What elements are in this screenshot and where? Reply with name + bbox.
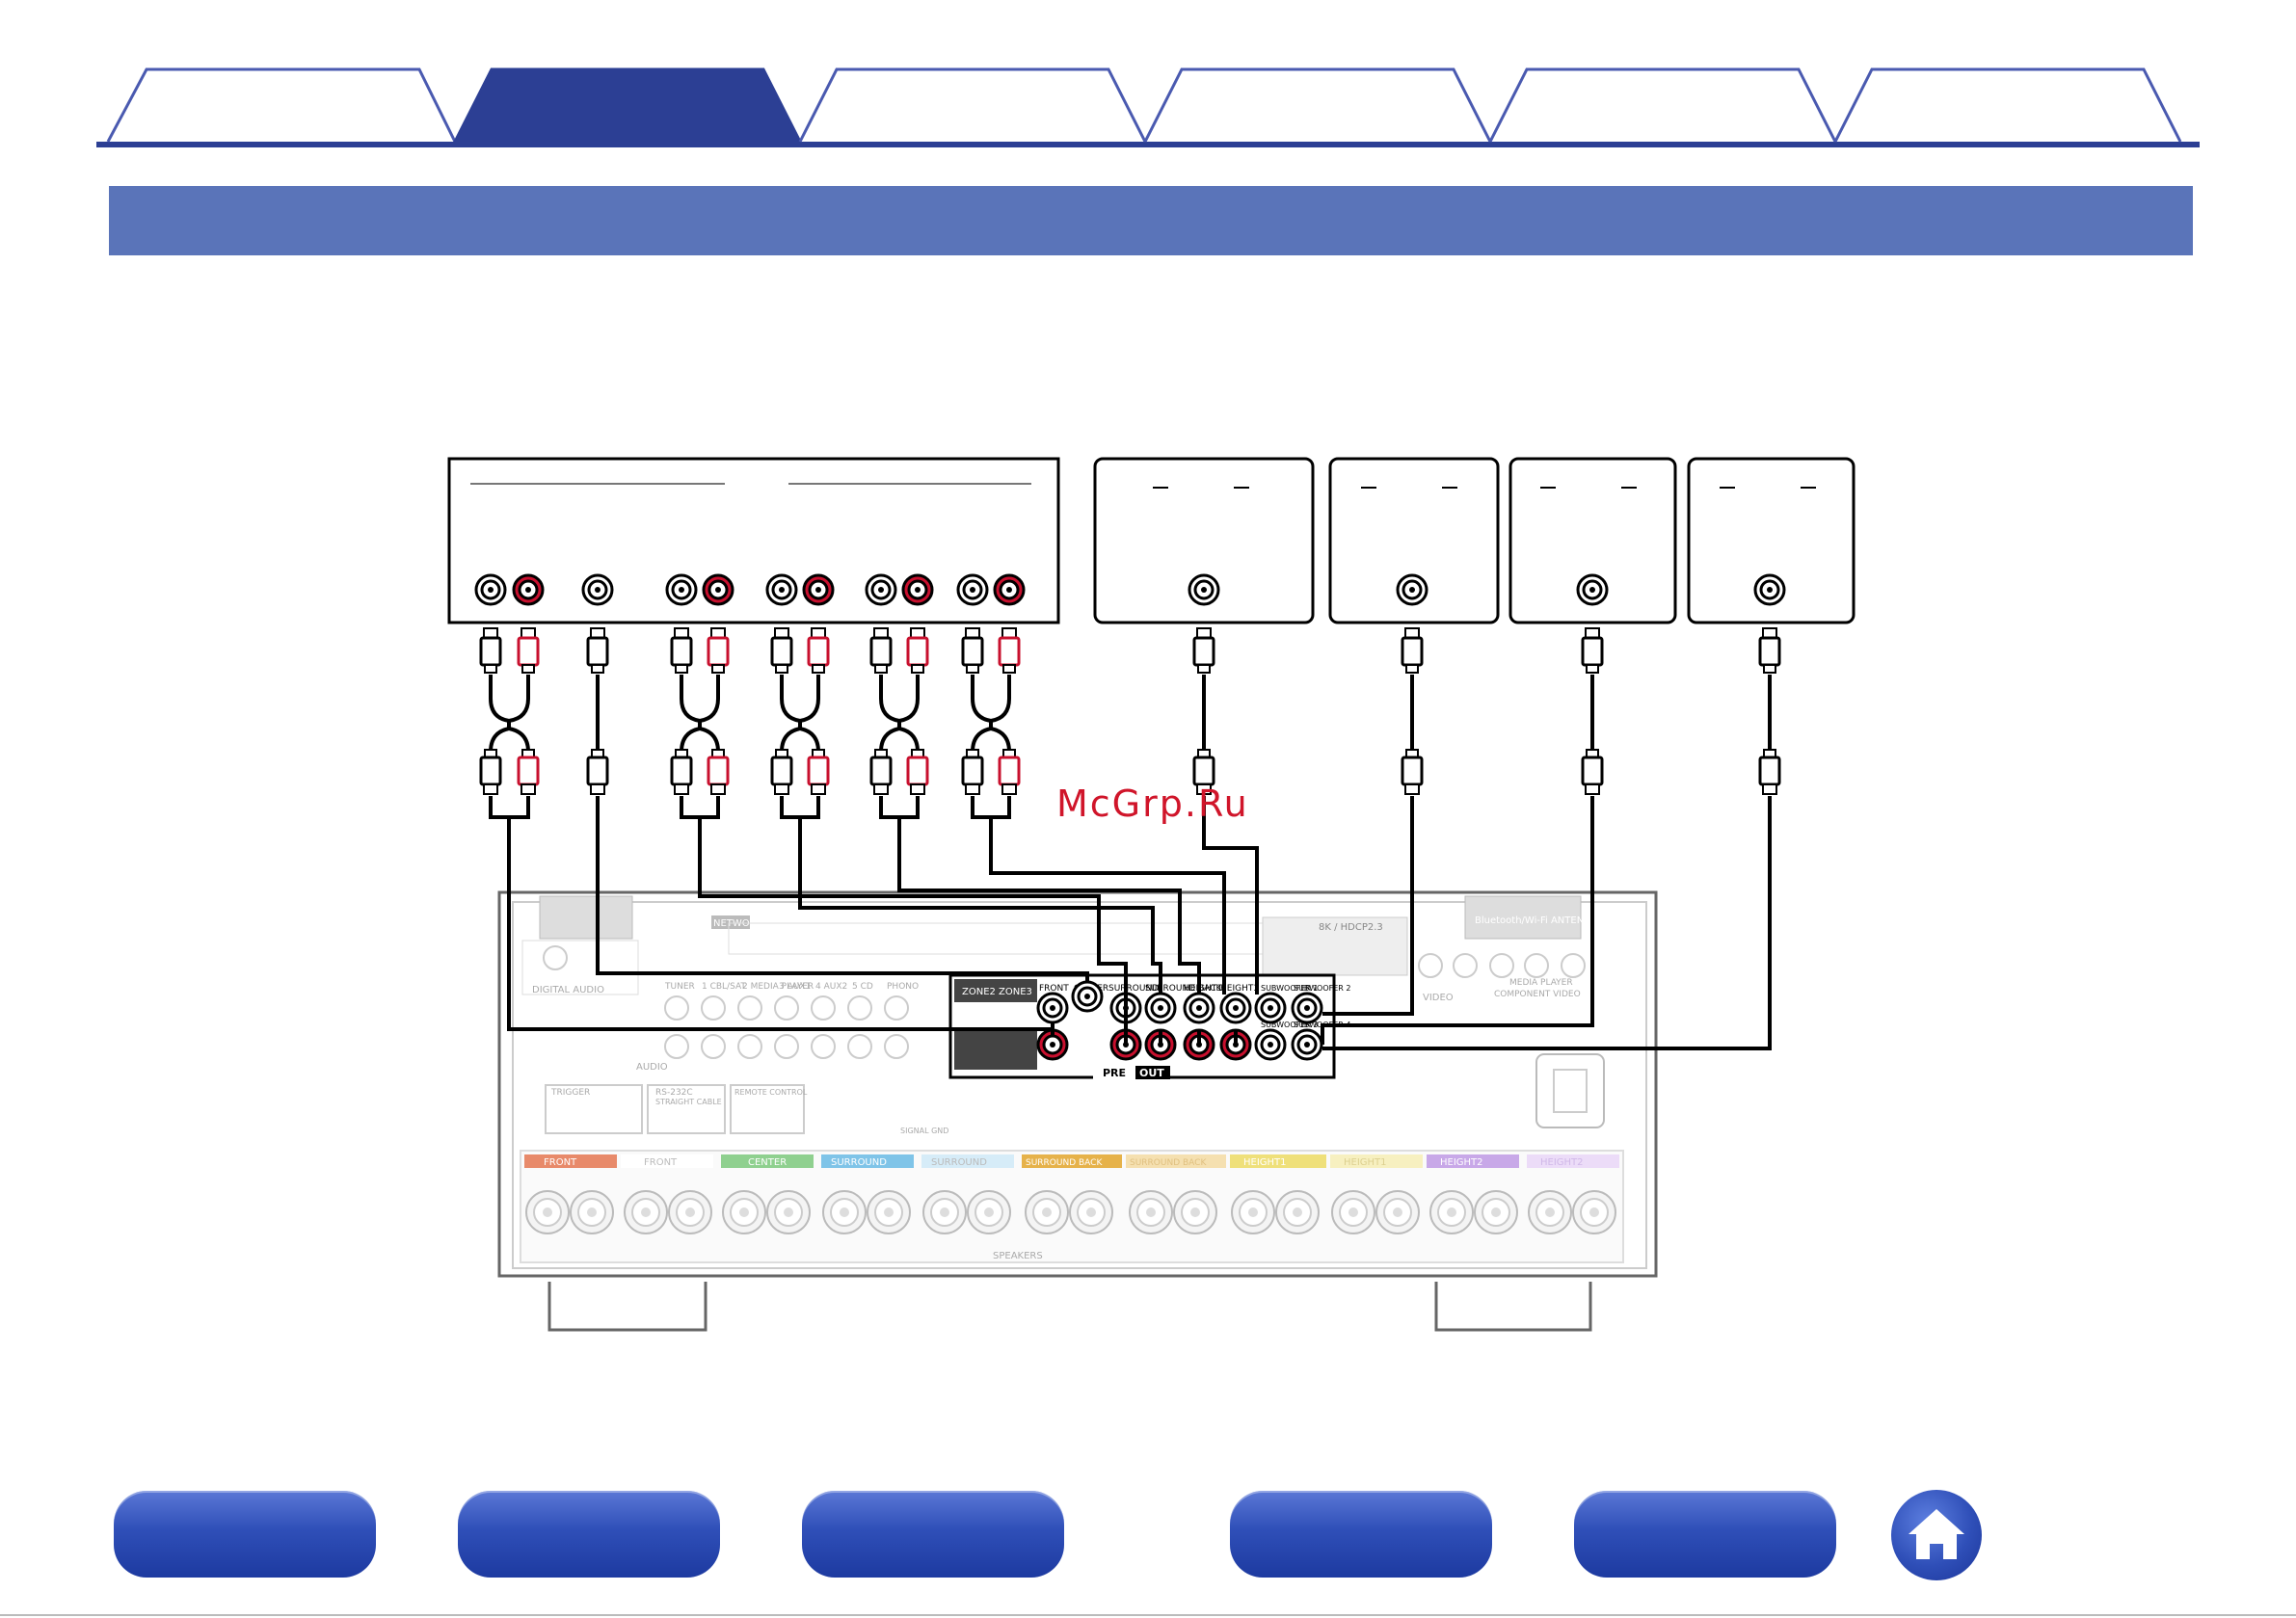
tab-5-shape [1833,67,2182,143]
cable-overlays [1051,995,1238,1045]
spk-surround-back-r-label: SURROUND BACK [1026,1158,1103,1168]
tab-bar [0,0,2296,154]
spk-height2-r-label: HEIGHT2 [1440,1157,1483,1168]
tab-4-shape [1488,67,1837,143]
nav-button-3[interactable] [802,1491,1064,1578]
spk-height1-l-label: HEIGHT1 [1344,1157,1387,1168]
pre-height3-label: HEIGHT3 [1220,984,1259,994]
hdmi-label: 8K / HDCP2.3 [1319,922,1383,933]
aux2-label: 4 AUX2 [815,982,847,992]
receiver-rear-panel: Bluetooth/Wi-Fi ANTENNA NETWORK 8K / HDC… [497,890,1658,1332]
bt-antenna-label: Bluetooth/Wi-Fi ANTENNA [1475,915,1598,926]
subwoofer-3-jack [1576,573,1609,606]
pre-subwoofer3-label: SUBWOOFER 3 [1261,1021,1319,1029]
spk-surround-r-label: SURROUND [831,1157,887,1168]
nav-button-2[interactable] [458,1491,720,1578]
pre-subwoofer1-label: SUBWOOFER 1 [1261,984,1319,993]
subwoofer-2-jack [1396,573,1428,606]
tab-2-shape [798,67,1147,143]
amp-jack-5r [901,573,934,606]
amp-jack-4r [802,573,835,606]
amp-jack-1l [474,573,507,606]
audio-label: AUDIO [636,1062,668,1073]
home-icon [1909,1509,1964,1559]
stereo-cables [489,675,1772,753]
tuner-label: TUNER [664,982,695,992]
cd-label: 5 CD [852,982,873,992]
video-label: VIDEO [1423,993,1454,1003]
tab-3-shape [1143,67,1492,143]
amp-jack-4l [765,573,798,606]
tab-1-shape [452,67,803,144]
section-header [109,186,2193,255]
out-label: OUT [1139,1067,1164,1079]
tab-0-shape [106,67,457,143]
amp-jack-2 [581,573,614,606]
amp-jack-3r [702,573,734,606]
subwoofer-1-jack [1188,573,1220,606]
digital-audio-label: DIGITAL AUDIO [532,985,604,995]
trigger-label: TRIGGER [550,1088,590,1098]
remote-control-label: REMOTE CONTROL [734,1088,808,1097]
spk-surround-back-l-label: SURROUND BACK [1130,1158,1207,1168]
amp-jack-6l [956,573,989,606]
speakers-label: SPEAKERS [993,1251,1043,1261]
amp-jack-5l [865,573,897,606]
cable-routes [489,796,1772,1050]
amp-jack-6r [993,573,1026,606]
media-player-input-label: 2 MEDIA PLAYER [742,982,814,992]
zone2-label: ZONE2 [962,987,996,997]
spk-surround-l-label: SURROUND [931,1157,987,1168]
spk-front-r-label: FRONT [544,1157,577,1168]
rs232c-label: RS-232C [655,1088,693,1098]
pre-surround-back-label: SURROUND BACK [1145,984,1222,994]
top-plugs [479,626,1781,675]
amp-jack-1r [512,573,545,606]
home-button[interactable] [1891,1490,1982,1580]
pre-label: PRE [1103,1067,1126,1079]
watermark: McGrp.Ru [1056,782,1249,825]
spk-height1-r-label: HEIGHT1 [1243,1157,1287,1168]
nav-button-1[interactable] [114,1491,376,1578]
nav-button-5[interactable] [1574,1491,1836,1578]
footer-divider [0,1614,2296,1616]
nav-button-4[interactable] [1230,1491,1492,1578]
component-video-label: COMPONENT VIDEO [1494,990,1581,999]
pre-subwoofer2-label: SUBWOOFER 2 [1294,984,1351,993]
tab-bar-shapes [96,67,2200,147]
amp-jack-3l [665,573,698,606]
subwoofer-4-jack [1753,573,1786,606]
spk-center-label: CENTER [748,1157,787,1168]
subwoofer-boxes [1093,457,1855,624]
spk-height2-l-label: HEIGHT2 [1540,1157,1584,1168]
zone3-label: ZONE3 [999,987,1032,997]
cbl-sat-label: 1 CBL/SAT [702,982,746,992]
phono-label: PHONO [887,982,919,992]
signal-gnd-label: SIGNAL GND [900,1127,948,1135]
spk-front-l-label: FRONT [644,1157,678,1168]
aux1-label: 3 AUX1 [779,982,811,992]
pre-height1-label: HEIGHT1 [1184,984,1222,994]
media-player-label: MEDIA PLAYER [1509,978,1573,988]
pre-front-label: FRONT [1039,984,1069,994]
pre-surround-label: SURROUND [1108,984,1159,994]
straight-cable-label: STRAIGHT CABLE [655,1098,722,1106]
